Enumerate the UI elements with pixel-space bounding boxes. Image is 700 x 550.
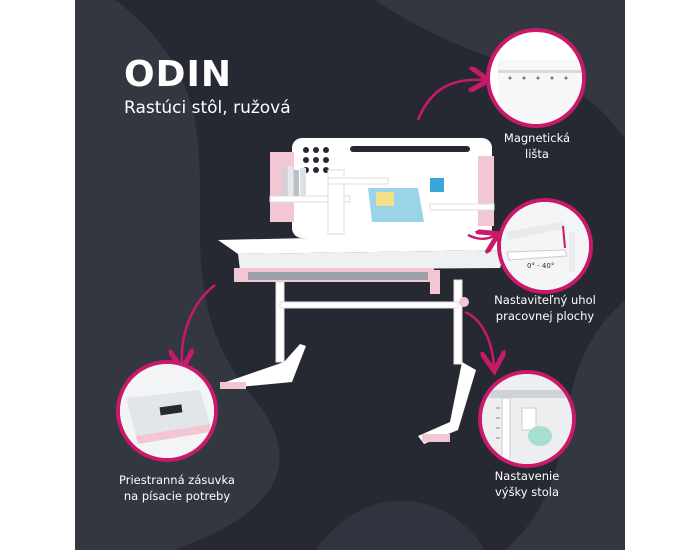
magnetic-strip-caption: Magnetická lišta xyxy=(492,130,582,162)
tilt-line2: pracovnej plochy xyxy=(495,309,595,323)
foot-right xyxy=(418,362,476,444)
height-line1: Nastavenie xyxy=(494,469,560,483)
tilt-angle-label: 0° - 40° xyxy=(527,262,554,270)
arrow-height xyxy=(464,310,494,366)
pen-cup xyxy=(430,178,444,192)
height-line2: výšky stola xyxy=(494,485,560,499)
arrow-drawer xyxy=(182,284,216,364)
books xyxy=(282,166,306,196)
desktop-front xyxy=(238,250,506,270)
foot-left xyxy=(226,344,306,388)
shelf-mid xyxy=(327,177,389,185)
desk-illustration xyxy=(218,138,506,444)
arrow-tilt xyxy=(467,235,494,239)
drawer-line2: na písacie potreby xyxy=(123,489,231,503)
shelf-divider xyxy=(327,169,345,235)
shelf-left xyxy=(269,195,351,203)
height-caption: Nastavenie výšky stola xyxy=(472,468,582,500)
product-title: ODIN xyxy=(124,54,233,95)
leg-right xyxy=(453,279,463,365)
tilt-line1: Nastaviteľný uhol xyxy=(494,293,596,307)
foot-cap-right xyxy=(422,434,450,442)
drawer-line1: Priestranná zásuvka xyxy=(119,473,235,487)
product-subtitle: Rastúci stôl, ružová xyxy=(124,98,291,118)
magnetic-strip-line1: Magnetická xyxy=(503,131,571,145)
magnetic-strip xyxy=(350,146,470,152)
height-zoom xyxy=(478,370,576,468)
drawer-inner xyxy=(248,272,428,280)
leg-left xyxy=(275,281,285,363)
drawer-zoom xyxy=(116,360,218,462)
foot-cap-left xyxy=(220,382,246,389)
drawer-caption: Priestranná zásuvka na písacie potreby xyxy=(112,472,242,504)
tilt-zoom: 0° - 40° xyxy=(497,198,593,294)
arrow-magnetic xyxy=(416,80,484,121)
magnetic-strip-zoom xyxy=(486,28,586,128)
height-crank xyxy=(459,297,469,307)
crossbar xyxy=(279,301,459,309)
magnetic-strip-line2: lišta xyxy=(525,147,549,161)
desktop-top xyxy=(218,234,506,254)
tilt-caption: Nastaviteľný uhol pracovnej plochy xyxy=(480,292,610,324)
shelf-right xyxy=(429,203,495,211)
